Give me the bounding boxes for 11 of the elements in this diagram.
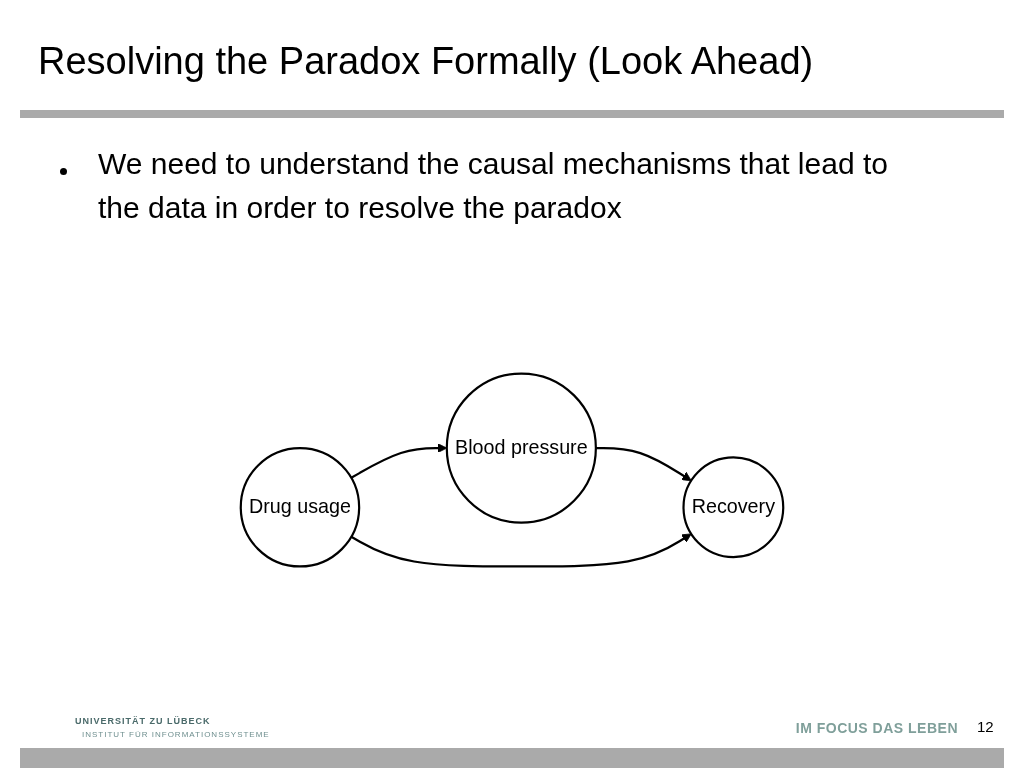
node-circle: Recovery [682,456,785,559]
page-number: 12 [977,718,994,735]
arrow [595,447,692,482]
slide-title: Resolving the Paradox Formally (Look Ahead) [38,40,814,83]
bullet-text: We need to understand the causal mechanisms that lead to the data in order to resolve the paradox [98,146,889,226]
arrow [350,533,692,568]
institute-name: INSTITUT FÜR INFORMATIONSSYSTEME [82,730,270,739]
slogan-text: IM FOCUS DAS LEBEN [795,720,958,736]
node-circle: Drug usage [239,446,361,568]
university-name: UNIVERSITÄT ZU LÜBECK [75,716,211,726]
node-circle: Blood pressure [445,372,597,524]
